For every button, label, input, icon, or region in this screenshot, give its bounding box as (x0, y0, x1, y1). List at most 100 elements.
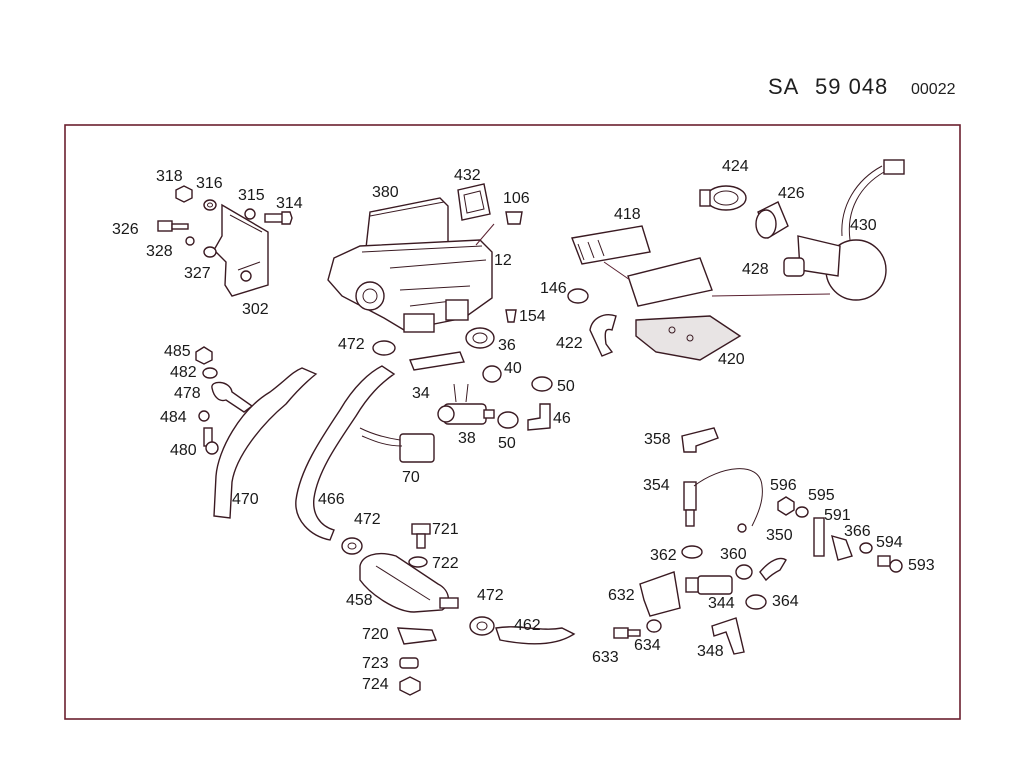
callout-722: 722 (432, 555, 459, 572)
callout-380: 380 (372, 184, 399, 201)
plug-106 (505, 211, 523, 225)
washer-594 (859, 542, 873, 554)
callout-36: 36 (498, 337, 516, 354)
cap-358 (681, 427, 719, 453)
callout-466: 466 (318, 491, 345, 508)
elbow-46 (527, 403, 551, 431)
callout-478: 478 (174, 385, 201, 402)
callout-302: 302 (242, 301, 269, 318)
sheet-prefix: SA (768, 74, 800, 99)
nut-724 (399, 676, 421, 696)
callout-146: 146 (540, 280, 567, 297)
clamp-424 (699, 185, 747, 211)
clamp-364 (745, 594, 767, 610)
clip-478 (211, 381, 254, 413)
callout-328: 328 (146, 243, 173, 260)
callout-721: 721 (432, 521, 459, 538)
callout-350: 350 (766, 527, 793, 544)
callout-326: 326 (112, 221, 139, 238)
washer-316 (203, 199, 217, 211)
callout-360: 360 (720, 546, 747, 563)
sheet-number: 59 048 (815, 74, 889, 99)
callout-46: 46 (553, 410, 571, 427)
nut-318 (175, 185, 193, 203)
callout-418: 418 (614, 206, 641, 223)
clamp-360 (735, 564, 753, 580)
callout-366: 366 (844, 523, 871, 540)
bracket-302 (213, 203, 269, 297)
hose-470 (213, 367, 318, 519)
callout-484: 484 (160, 409, 187, 426)
callout-318: 318 (156, 168, 183, 185)
callout-633: 633 (592, 649, 619, 666)
callout-593: 593 (908, 557, 935, 574)
bolt-480 (203, 427, 219, 455)
screw-721 (411, 523, 431, 549)
callout-596: 596 (770, 477, 797, 494)
callout-723: 723 (362, 655, 389, 672)
callout-154: 154 (519, 308, 546, 325)
callout-458: 458 (346, 592, 373, 609)
seal-362 (681, 545, 703, 559)
callout-labels: 318 316 315 314 326 328 327 302 380 432 … (112, 158, 935, 693)
callout-472-c: 472 (477, 587, 504, 604)
clamp-36 (465, 327, 495, 349)
callout-720: 720 (362, 626, 389, 643)
bracket-632 (639, 571, 681, 617)
hose-422 (589, 314, 617, 357)
clamp-472-low (469, 616, 495, 636)
plug-154 (505, 309, 517, 323)
bush-428 (783, 257, 805, 277)
fan-motor-430 (797, 159, 905, 301)
callout-480: 480 (170, 442, 197, 459)
bolt-633 (613, 627, 641, 639)
pipe-462 (495, 626, 576, 645)
callout-344: 344 (708, 595, 735, 612)
washer-327 (203, 246, 217, 258)
clip-40 (482, 365, 502, 383)
callout-420: 420 (718, 351, 745, 368)
callout-50-a: 50 (557, 378, 575, 395)
callout-314: 314 (276, 195, 303, 212)
bracket-720 (396, 627, 437, 645)
nut-485 (195, 346, 213, 365)
callout-591: 591 (824, 507, 851, 524)
module-420 (627, 257, 742, 361)
mount-723 (399, 657, 419, 669)
callout-327: 327 (184, 265, 211, 282)
clamp-472-top (372, 340, 396, 356)
washer-595 (795, 506, 809, 518)
callout-364: 364 (772, 593, 799, 610)
callout-50-b: 50 (498, 435, 516, 452)
hose-350 (759, 557, 787, 582)
callout-315: 315 (238, 187, 265, 204)
gasket-432 (457, 183, 491, 221)
washer-722 (408, 556, 428, 568)
callout-432: 432 (454, 167, 481, 184)
washer-634 (646, 619, 662, 633)
callout-462: 462 (514, 617, 541, 634)
callout-482: 482 (170, 364, 197, 381)
sensor-344 (685, 575, 733, 595)
callout-594: 594 (876, 534, 903, 551)
callout-348: 348 (697, 643, 724, 660)
callout-12: 12 (494, 252, 512, 269)
callout-362: 362 (650, 547, 677, 564)
washer-328 (185, 236, 195, 246)
muffler-458 (359, 552, 459, 613)
callout-724: 724 (362, 676, 389, 693)
sheet-index: 00022 (911, 81, 956, 98)
washer-484 (198, 410, 210, 422)
callout-34: 34 (412, 385, 430, 402)
heater-unit-380 (327, 197, 493, 333)
callout-430: 430 (850, 217, 877, 234)
callout-422: 422 (556, 335, 583, 352)
control-box-418 (571, 225, 651, 265)
connector-366 (831, 534, 853, 561)
callout-354: 354 (643, 477, 670, 494)
glow-plug-354 (683, 468, 763, 533)
callout-38: 38 (458, 430, 476, 447)
clamp-50a (531, 376, 553, 392)
callout-426: 426 (778, 185, 805, 202)
